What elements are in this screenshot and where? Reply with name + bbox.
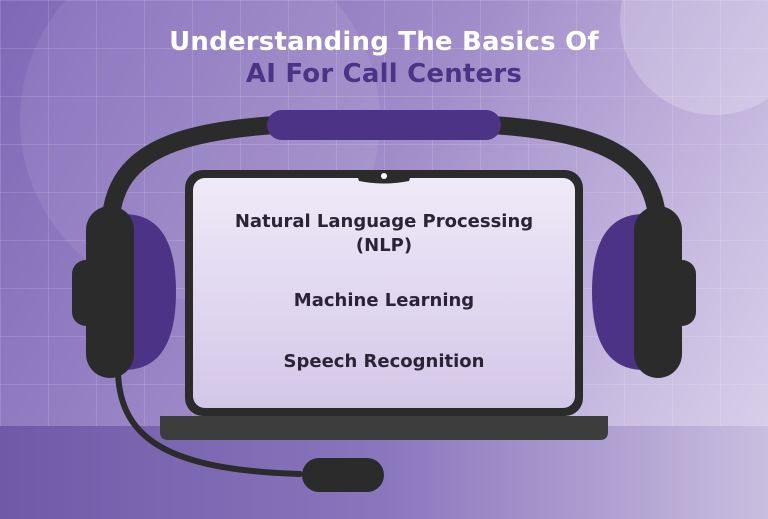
title-line-2: AI For Call Centers <box>245 59 523 89</box>
left-ear-cup <box>72 206 176 378</box>
screen-item-label: Machine Learning <box>293 290 475 311</box>
right-ear-cup <box>592 206 696 378</box>
screen-item-speech-recognition: Speech Recognition <box>196 350 572 374</box>
screen-item-label: Speech Recognition <box>283 351 485 372</box>
microphone-icon <box>115 369 384 492</box>
screen-item-machine-learning: Machine Learning <box>196 289 572 313</box>
page-title: Understanding The Basics Of AI For Call … <box>0 26 768 90</box>
decorative-circle-right <box>620 0 768 115</box>
screen-item-label: Natural Language Processing <box>234 211 534 232</box>
floor-band <box>0 426 768 519</box>
screen-item-nlp: Natural Language Processing (NLP) <box>196 210 572 258</box>
title-line-1: Understanding The Basics Of <box>169 27 599 57</box>
laptop-icon <box>160 170 608 440</box>
headset-icon <box>101 110 667 241</box>
screen-item-sublabel: (NLP) <box>355 235 413 256</box>
